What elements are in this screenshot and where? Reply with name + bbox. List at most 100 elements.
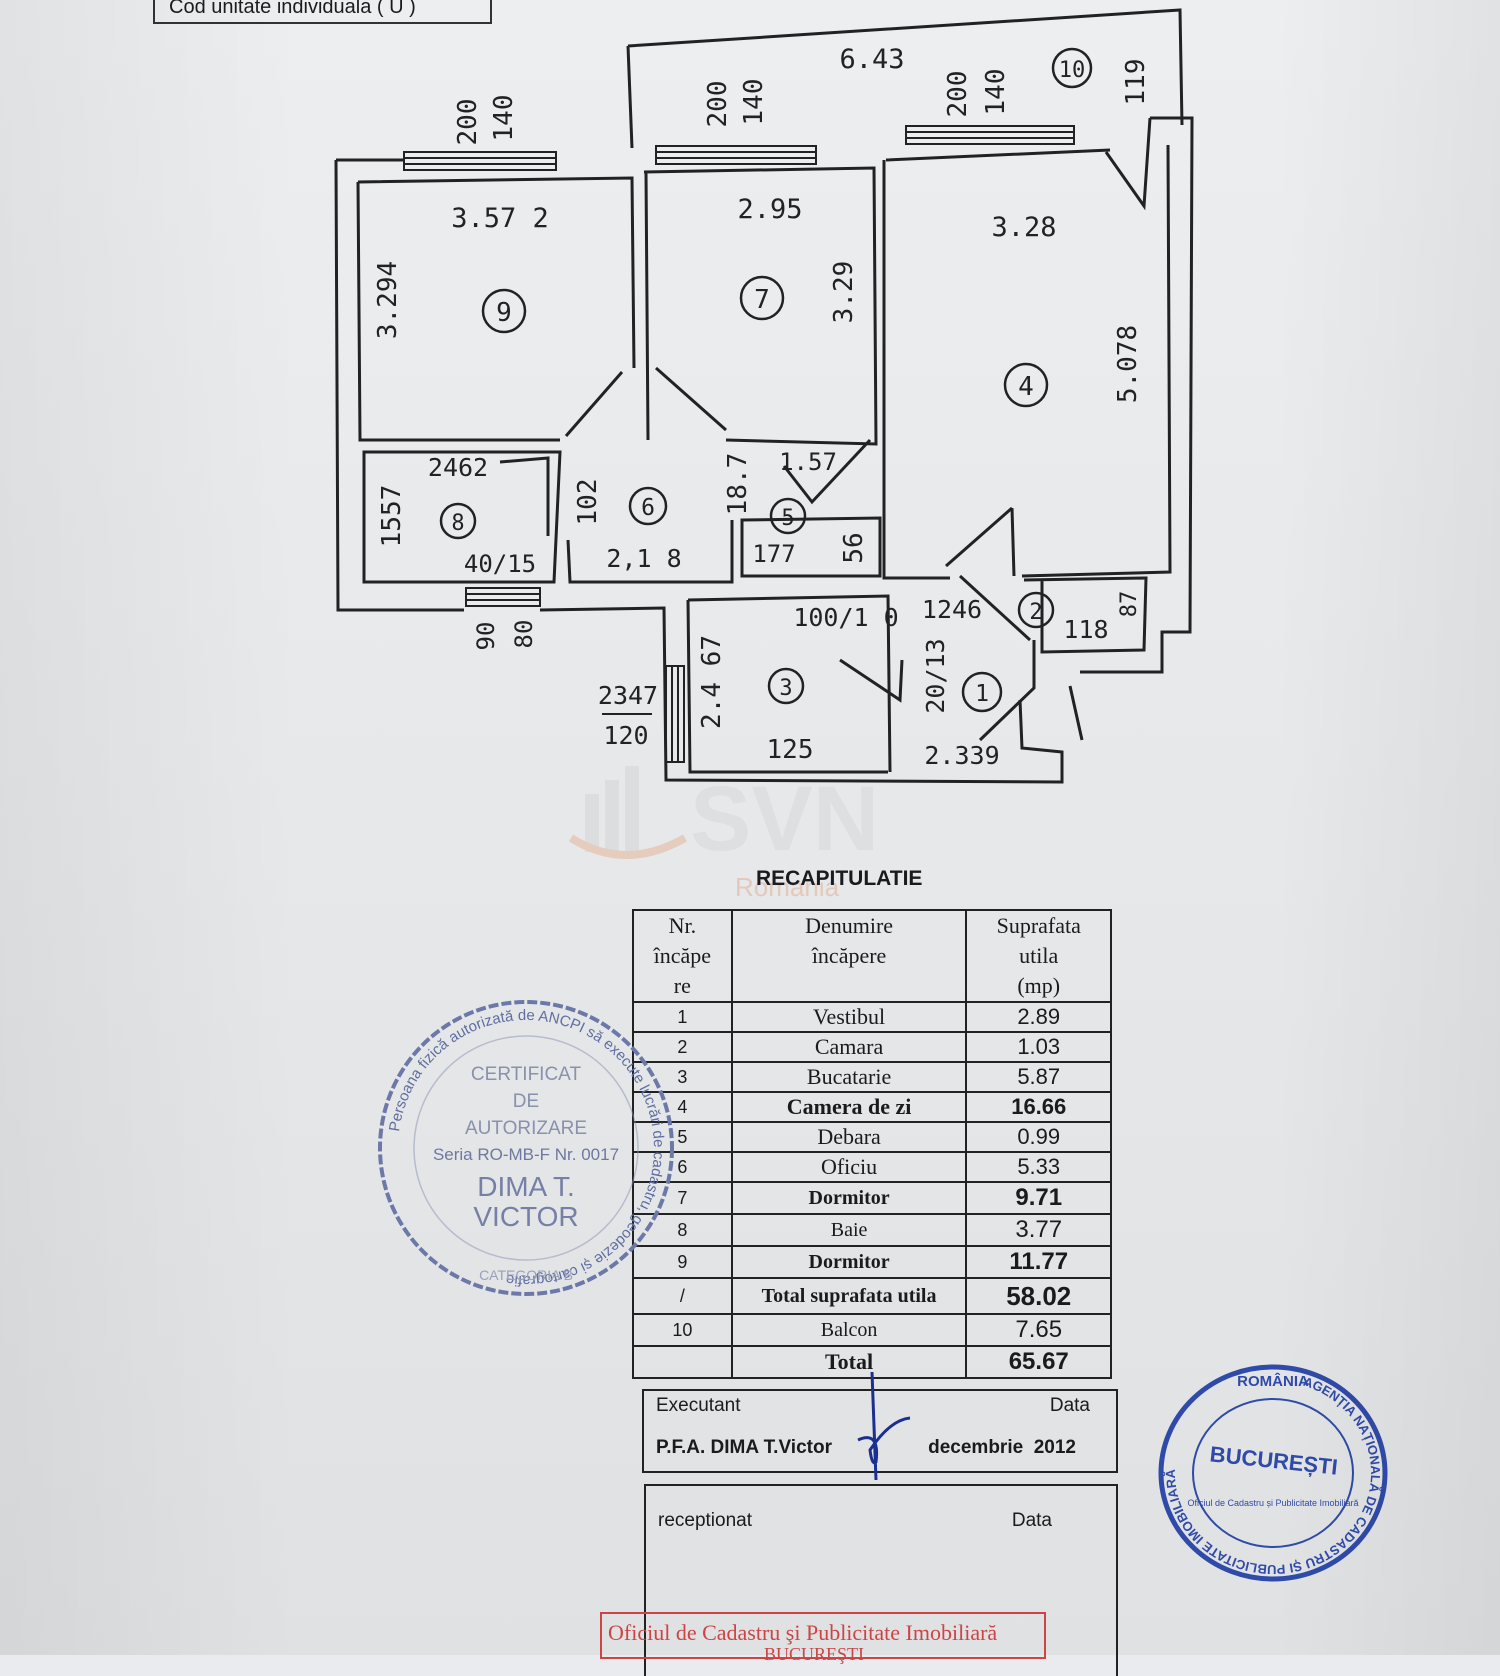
room-number-8: 8 xyxy=(451,511,464,536)
svn-watermark-text: SVN xyxy=(690,768,879,870)
entrance xyxy=(1068,685,1084,741)
outer-wall xyxy=(334,158,1064,784)
dim-window4-a: 200 xyxy=(943,71,973,118)
dim-room1-depth: 20/13 xyxy=(921,638,950,713)
dim-room2-depth: 87 xyxy=(1117,591,1142,618)
stamp-left-category: CATEGORIA B xyxy=(479,1267,573,1283)
dim-room3-door: 100/1 0 xyxy=(793,603,898,632)
room-number-4: 4 xyxy=(1018,372,1034,402)
dim-window7-b: 140 xyxy=(739,79,769,126)
dim-window4-b: 140 xyxy=(981,69,1011,116)
balcony-outline xyxy=(626,8,1184,149)
dim-room9-depth: 3.294 xyxy=(373,261,403,339)
dim-balcony-length: 6.43 xyxy=(839,44,904,75)
window-room8 xyxy=(465,587,541,607)
dim-room3-width: 125 xyxy=(767,735,814,765)
room-number-6: 6 xyxy=(641,495,655,521)
room4-walls xyxy=(882,148,1111,580)
dim-room8-width: 2462 xyxy=(428,453,488,482)
room-number-10: 10 xyxy=(1059,58,1086,83)
recap-title: RECAPITULATIE xyxy=(756,867,923,890)
room5-door xyxy=(782,438,872,505)
stamp-left-line1: CERTIFICAT xyxy=(471,1064,582,1085)
room2-walls xyxy=(1023,576,1148,654)
stamp-left-name2: VICTOR xyxy=(473,1201,578,1232)
room-number-5: 5 xyxy=(781,506,794,531)
room-number-2: 2 xyxy=(1029,600,1042,625)
dim-room5-width: 1.57 xyxy=(779,448,837,476)
dim-room4-width: 3.28 xyxy=(991,212,1056,243)
room-number-1: 1 xyxy=(975,681,989,707)
dim-room3-depth: 2.4 67 xyxy=(697,635,727,729)
stamp-right-top: ROMÂNIA xyxy=(1237,1372,1309,1390)
receptionat-label: receptionat xyxy=(658,1510,753,1531)
dim-window3-b: 120 xyxy=(603,721,648,750)
dim-room8-door: 40/15 xyxy=(464,550,536,578)
room1-door xyxy=(958,574,1036,742)
room5-walls xyxy=(740,516,882,578)
dim-room5-side: 56 xyxy=(839,532,869,563)
executant-signature xyxy=(857,1371,911,1481)
dim-room4-depth: 5.078 xyxy=(1113,325,1143,403)
dim-room8-depth: 1557 xyxy=(377,485,407,548)
dim-room6-width: 2,1 8 xyxy=(606,544,681,573)
receptionat-box: receptionat Data xyxy=(644,1484,1118,1676)
window-room3 xyxy=(665,665,685,763)
stamp-left-line2: DE xyxy=(513,1091,539,1112)
cod-unitate-box: Cod unitate individuala ( U ) xyxy=(153,0,492,24)
room9-walls xyxy=(356,176,636,442)
executant-date: decembrie 2012 xyxy=(928,1437,1076,1458)
dim-room1-door: 2.339 xyxy=(924,741,999,770)
executant-label: Executant xyxy=(656,1395,741,1416)
floor-plan: 9 7 4 8 6 5 3 2 1 10 6.43 3.57 2 2.95 3.… xyxy=(334,8,1194,784)
room3-door xyxy=(839,658,904,703)
ocpi-stamp-line1: Oficiul de Cadastru şi Publicitate Imobi… xyxy=(608,1620,998,1645)
outer-wall-right xyxy=(1080,116,1194,674)
executant-box: Executant Data P.F.A. DIMA T.Victor dece… xyxy=(642,1389,1118,1473)
window-room7 xyxy=(655,145,817,165)
window-room9 xyxy=(403,151,557,171)
stamp-left-serial: Seria RO-MB-F Nr. 0017 xyxy=(433,1145,619,1164)
dim-room7-width: 2.95 xyxy=(737,194,802,225)
dim-window9-a: 200 xyxy=(453,99,483,146)
ancpi-stamp: AGENȚIA NAȚIONALĂ DE CADASTRU ȘI PUBLICI… xyxy=(1158,1364,1388,1582)
stamp-left-line3: AUTORIZARE xyxy=(465,1118,587,1139)
cod-unitate-label: Cod unitate individuala ( U ) xyxy=(169,0,416,18)
receptionat-date-label: Data xyxy=(1011,1510,1052,1531)
svn-watermark-sub: Romania xyxy=(735,872,840,902)
inner-outer-right xyxy=(1021,144,1172,578)
executant-name: P.F.A. DIMA T.Victor xyxy=(656,1437,832,1458)
dim-room2-width: 118 xyxy=(1063,615,1108,644)
dim-window7-a: 200 xyxy=(703,81,733,128)
dim-room7-depth: 3.29 xyxy=(829,261,859,324)
stamp-left-name1: DIMA T. xyxy=(477,1171,575,1202)
room-number-7: 7 xyxy=(754,285,770,315)
stamp-right-center: BUCUREȘTI xyxy=(1209,1441,1339,1479)
dim-room1-width: 1246 xyxy=(922,595,982,624)
room8-walls xyxy=(362,450,562,584)
ocpi-red-stamp: Oficiul de Cadastru şi Publicitate Imobi… xyxy=(600,1612,1046,1664)
authorization-stamp: Persoana fizică autorizată de ANCPI să e… xyxy=(378,1000,674,1296)
dim-window8-b: 80 xyxy=(510,620,538,649)
balcony-door-swing xyxy=(1104,117,1152,211)
dim-window8-a: 90 xyxy=(472,622,500,651)
stamp-right-inner: Oficiul de Cadastru și Publicitate Imobi… xyxy=(1187,1498,1358,1508)
room8-door xyxy=(499,456,550,536)
window-room4 xyxy=(905,125,1075,145)
